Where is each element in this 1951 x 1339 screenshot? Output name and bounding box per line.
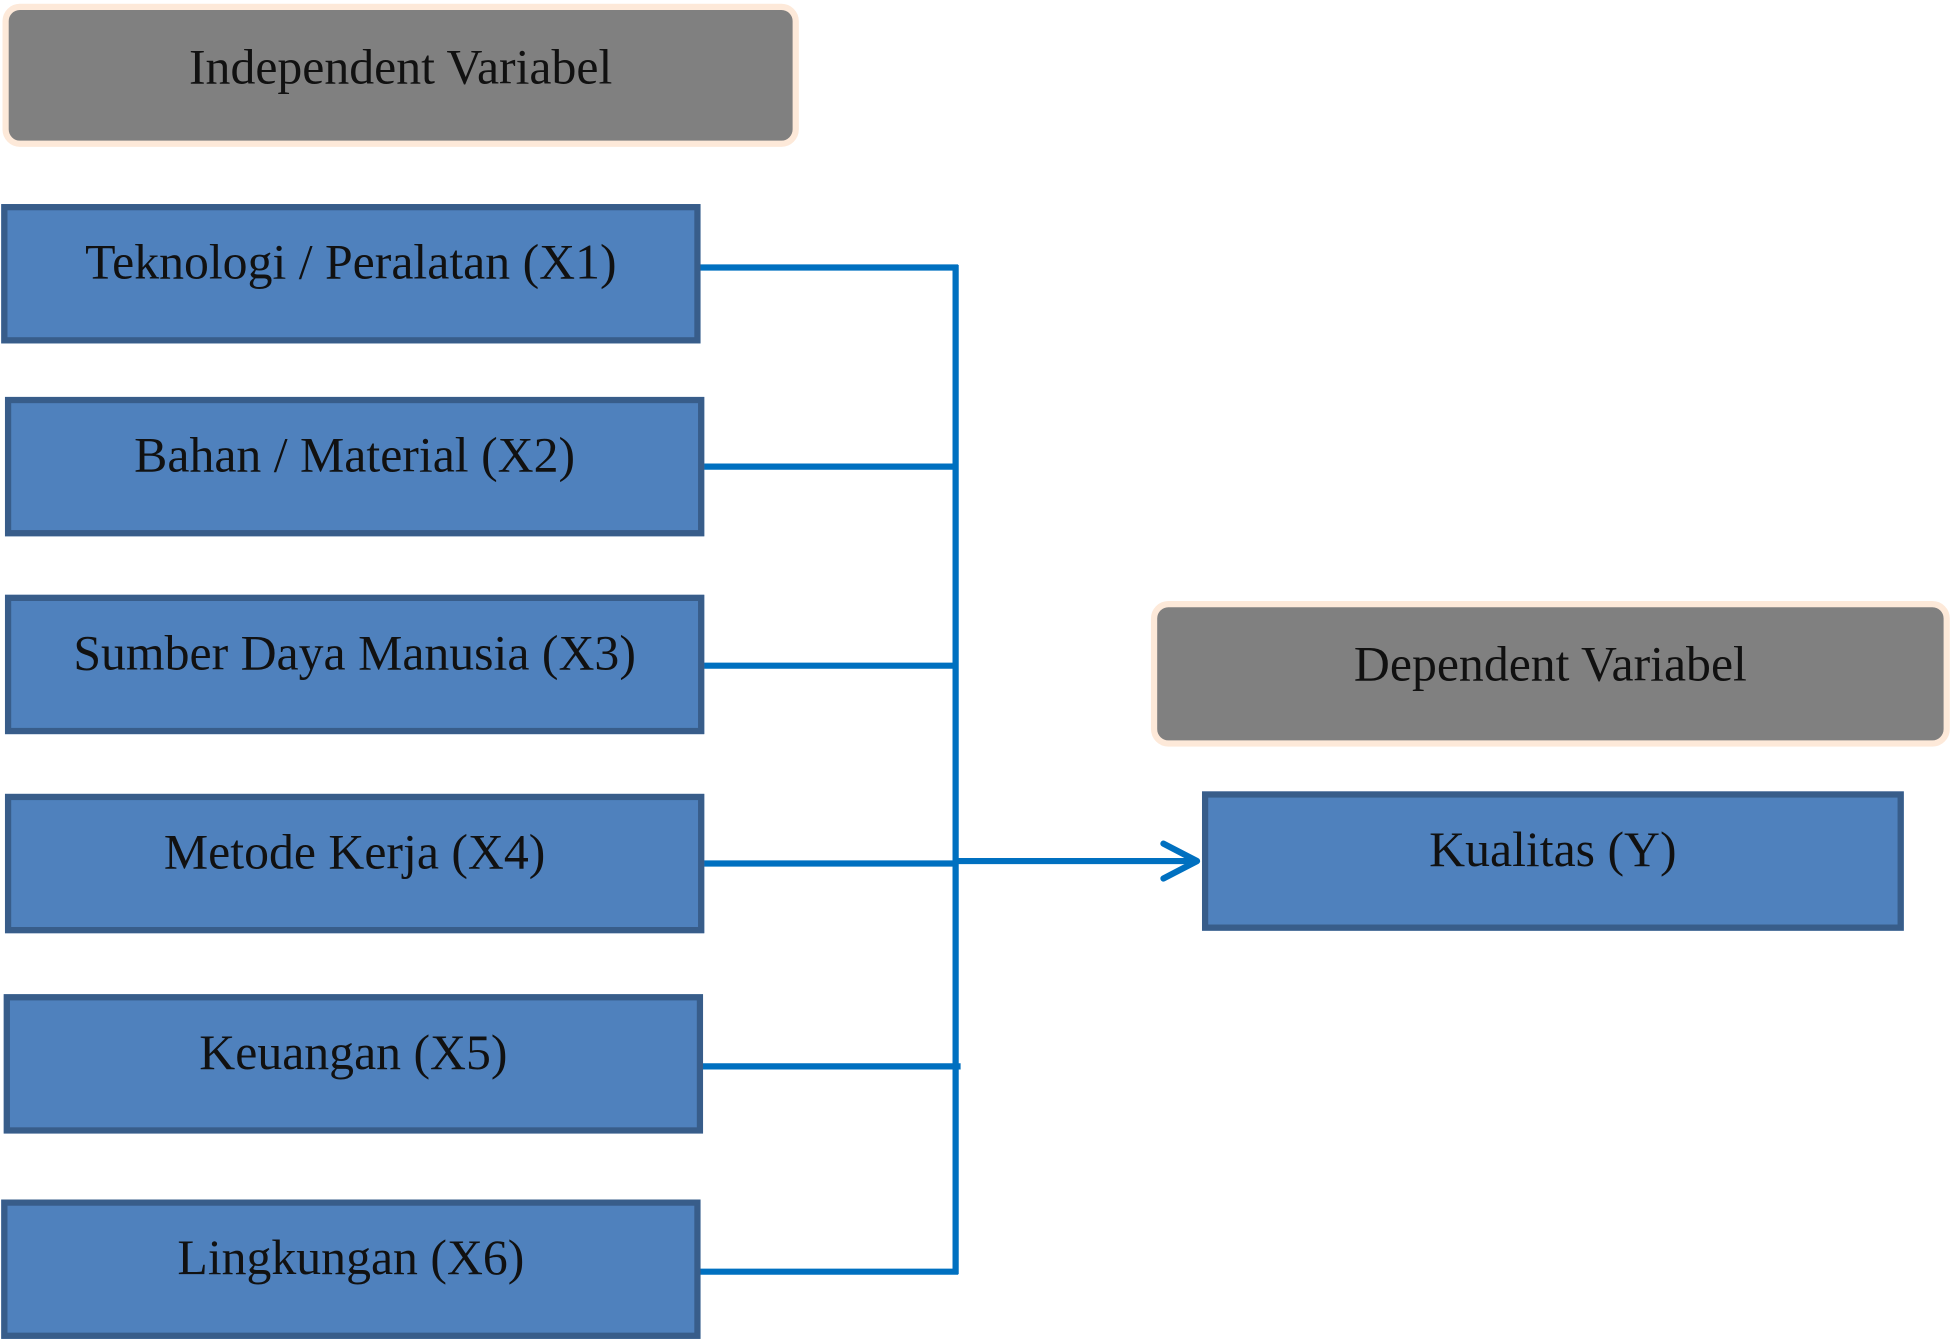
arrow-head-icon — [1160, 840, 1201, 882]
variable-x2: Bahan / Material (X2) — [4, 396, 705, 537]
variable-x3: Sumber Daya Manusia (X3) — [4, 594, 705, 735]
variable-x6: Lingkungan (X6) — [1, 1199, 701, 1339]
independent-header: Independent Variabel — [2, 3, 799, 147]
variable-x5: Keuangan (X5) — [3, 994, 704, 1134]
variable-x1: Teknologi / Peralatan (X1) — [1, 204, 701, 344]
dependent-header: Dependent Variabel — [1150, 600, 1950, 747]
variable-x4: Metode Kerja (X4) — [4, 793, 705, 934]
dependent-variable-y: Kualitas (Y) — [1201, 791, 1904, 931]
